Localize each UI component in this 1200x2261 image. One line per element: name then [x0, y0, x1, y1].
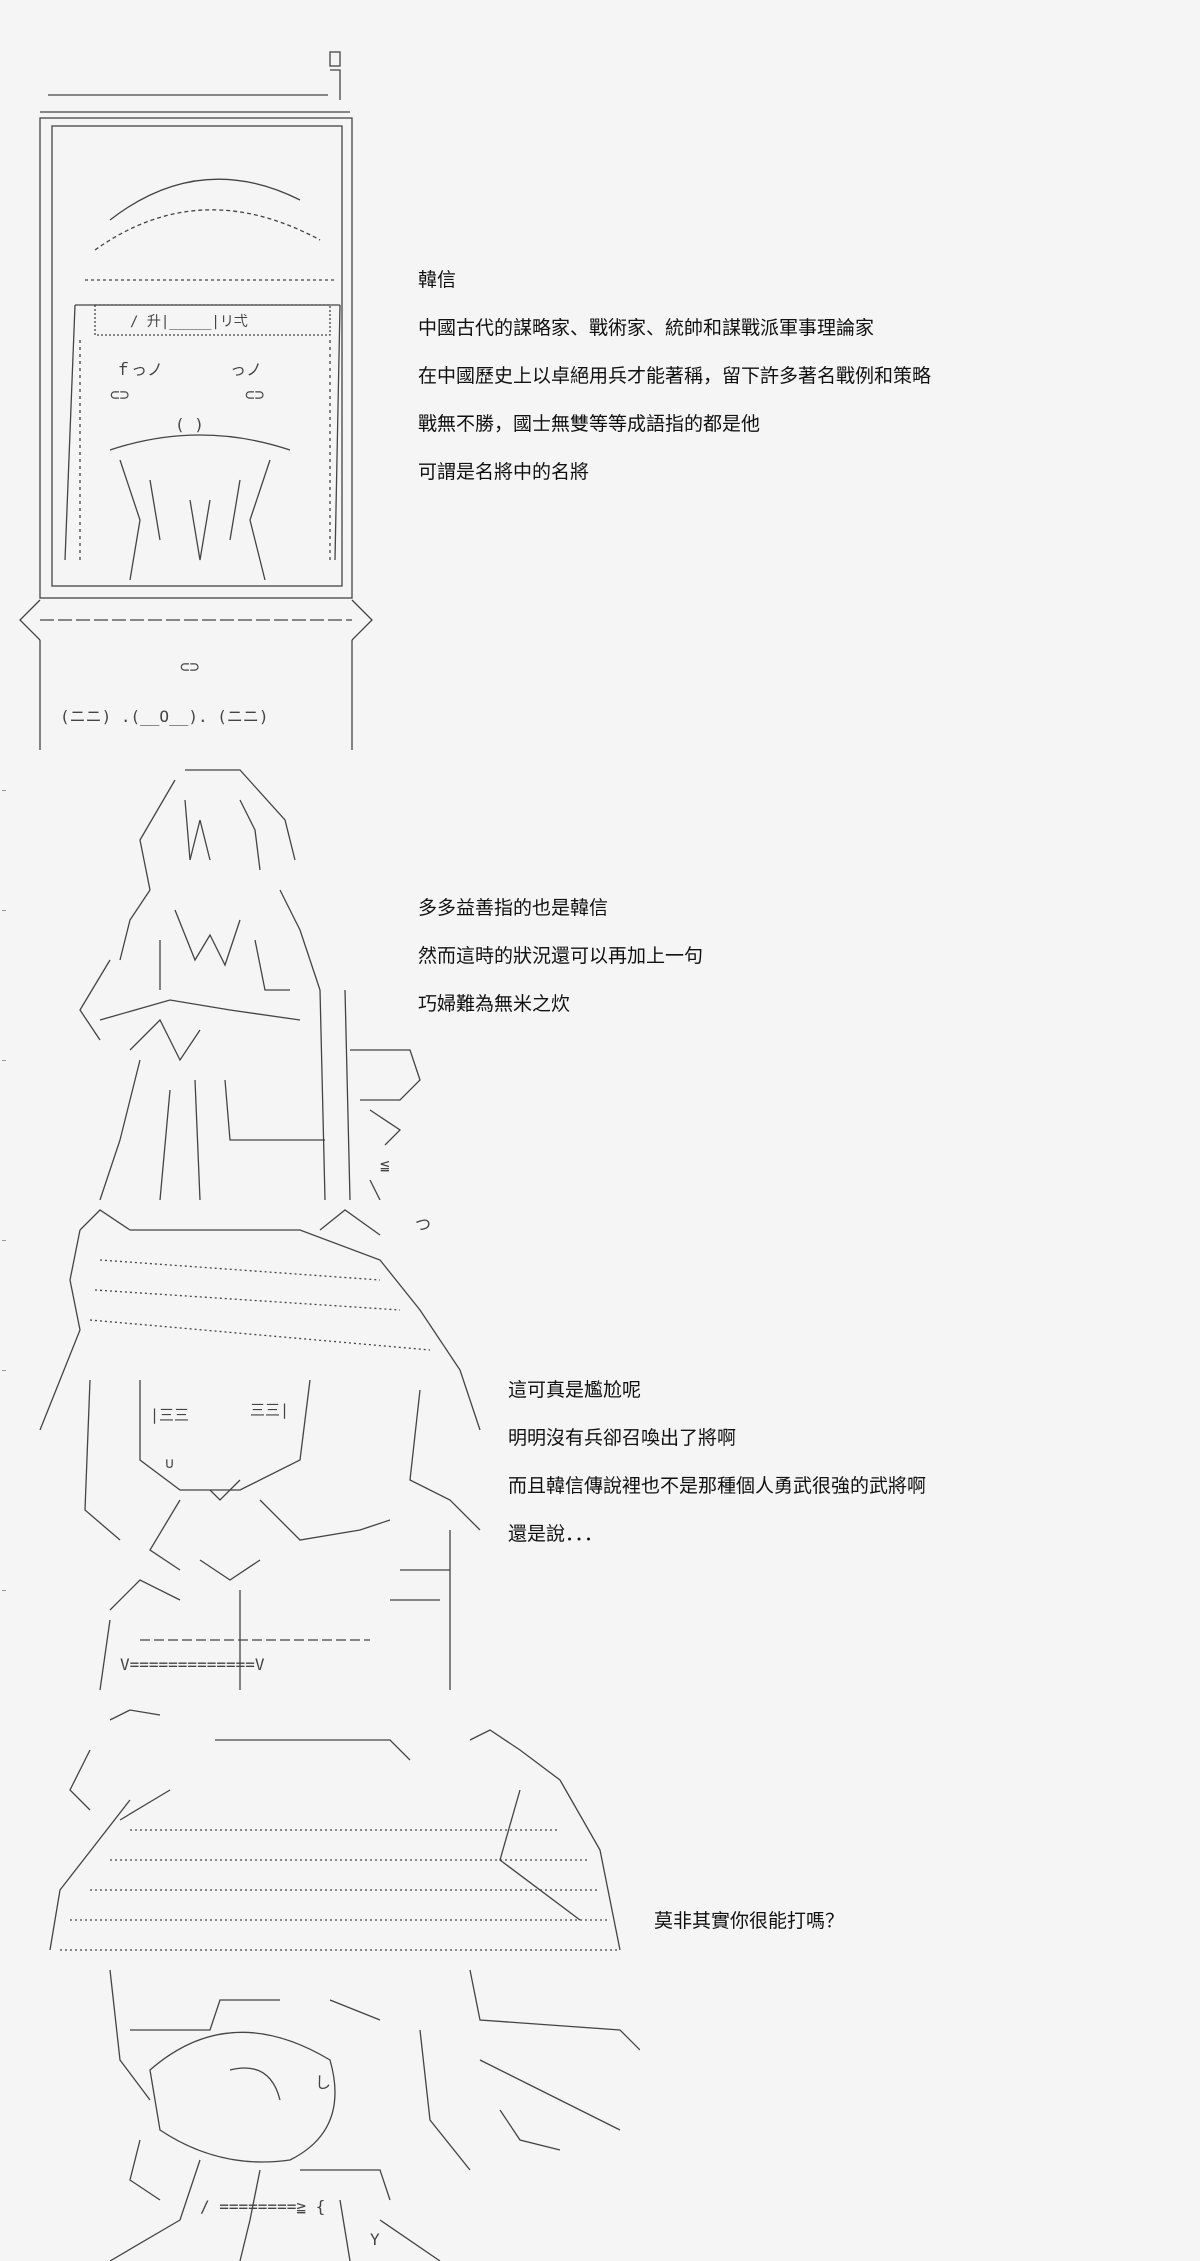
svg-text:( ): ( ) [175, 415, 204, 434]
cat-ear-girl-art: つ |三三 三三| ∪ [0, 1200, 500, 1700]
svg-text:つ: つ [415, 1215, 431, 1234]
dialog-line: 中國古代的謀略家、戰術家、統帥和謀戰派軍事理論家 [418, 317, 875, 339]
dialog-line: 可謂是名將中的名將 [418, 461, 590, 483]
dialog-line: 這可真是尷尬呢 [508, 1379, 642, 1401]
panel-1-dialog: 韓信 中國古代的謀略家、戰術家、統帥和謀戰派軍事理論家 在中國歷史上以卓絕用兵才… [418, 256, 931, 496]
svg-text:し: し [315, 2073, 331, 2092]
standing-figure-art: ≦ [0, 760, 460, 1200]
margin-tick [2, 1240, 6, 1241]
svg-text:/ ========≧ {: / ========≧ { [200, 2197, 325, 2216]
dialog-line: 戰無不勝，國士無雙等等成語指的都是他 [418, 413, 761, 435]
margin-tick [2, 1060, 6, 1061]
dialog-line: 然而這時的狀況還可以再加上一句 [418, 945, 704, 967]
dialog-line: 巧婦難為無米之炊 [418, 993, 571, 1015]
panel-2: ≦ 多多益善指的也是韓信 然而這時的狀況還可以再加上一句 巧婦難為無米之炊 [0, 760, 1200, 1200]
panel-4-dialog: 莫非其實你很能打嗎？ [654, 1897, 844, 1945]
svg-text:三三|: 三三| [250, 1401, 289, 1419]
dialog-line: 多多益善指的也是韓信 [418, 897, 609, 919]
panel-3-dialog: 這可真是尷尬呢 明明沒有兵卻召喚出了將啊 而且韓信傳說裡也不是那種個人勇武很強的… [508, 1366, 926, 1558]
panel-1: / 升|_____|リ弌 ｆっノ っノ ⊂⊃ ⊂⊃ ( ) ⊂ [0, 0, 1200, 760]
margin-tick [2, 790, 6, 791]
svg-text:⊂⊃: ⊂⊃ [245, 385, 264, 404]
margin-tick [2, 910, 6, 911]
dialog-line: 還是說．．． [508, 1523, 604, 1545]
svg-text:⊂⊃: ⊂⊃ [110, 385, 129, 404]
svg-text:V=============V: V=============V [120, 1655, 265, 1674]
svg-text:(ニニ) .(__O__). (ニニ): (ニニ) .(__O__). (ニニ) [60, 707, 269, 726]
messy-hair-girl-art: し / ========≧ { Y [0, 1700, 640, 2261]
dialog-line: 韓信 [418, 269, 457, 291]
dialog-line: 而且韓信傳說裡也不是那種個人勇武很強的武將啊 [508, 1475, 927, 1497]
panel-2-dialog: 多多益善指的也是韓信 然而這時的狀況還可以再加上一句 巧婦難為無米之炊 [418, 884, 703, 1028]
svg-text:⊂⊃: ⊂⊃ [180, 657, 199, 676]
svg-text:≦: ≦ [380, 1155, 390, 1174]
panel-3: つ |三三 三三| ∪ [0, 1200, 1200, 1700]
dialog-line: 莫非其實你很能打嗎？ [654, 1910, 845, 1932]
margin-tick [2, 1590, 6, 1591]
margin-tick [2, 1370, 6, 1371]
panel-4: し / ========≧ { Y 莫非其實你很能打嗎？ [0, 1700, 1200, 2261]
dialog-line: 明明沒有兵卻召喚出了將啊 [508, 1427, 737, 1449]
svg-text:/ 升|_____|リ弌: / 升|_____|リ弌 [130, 314, 248, 330]
dialog-line: 在中國歷史上以卓絕用兵才能著稱，留下許多著名戰例和策略 [418, 365, 932, 387]
scroll-portrait-art: / 升|_____|リ弌 ｆっノ っノ ⊂⊃ ⊂⊃ ( ) ⊂ [0, 0, 380, 760]
svg-text:っノ: っノ [230, 360, 262, 379]
svg-text:ｆっノ: ｆっノ [115, 360, 163, 379]
svg-text:Y: Y [370, 2230, 380, 2249]
svg-text:|三三: |三三 [150, 1406, 189, 1424]
svg-text:∪: ∪ [165, 1454, 174, 1472]
